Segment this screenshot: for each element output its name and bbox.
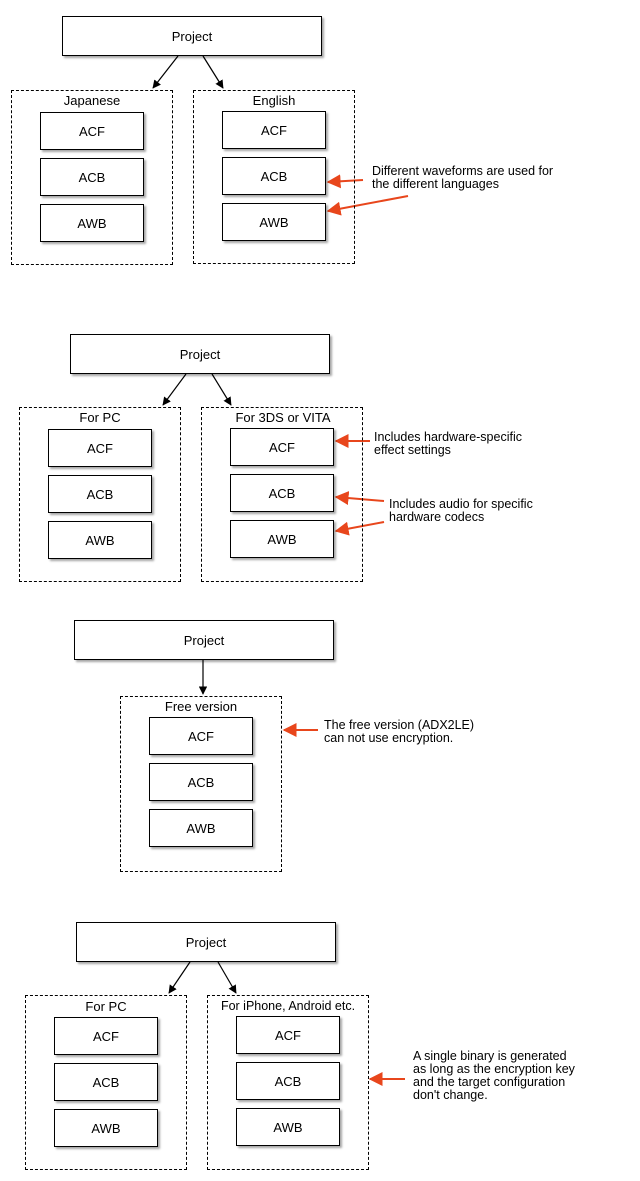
acf-label: ACF [261,122,287,138]
awb-box: AWB [48,521,152,559]
awb-label: AWB [267,531,297,547]
acf-box: ACF [54,1017,158,1055]
project-box: Project [70,334,330,374]
acf-label: ACF [87,440,113,456]
group-label-free-version: Free version [164,699,238,714]
group-free-version [120,696,282,872]
project-box: Project [62,16,322,56]
awb-label: AWB [77,215,107,231]
note-line: Includes audio for specific [389,497,533,511]
awb-label: AWB [186,820,216,836]
group-japanese [11,90,173,265]
note-waveforms: Different waveforms are used for the dif… [372,165,553,191]
awb-box: AWB [54,1109,158,1147]
connector-arrow [162,373,187,406]
awb-label: AWB [273,1119,303,1135]
note-single-binary: A single binary is generated as long as … [413,1050,575,1102]
group-label-japanese: Japanese [63,93,121,108]
awb-label: AWB [91,1120,121,1136]
acf-label: ACF [79,123,105,139]
acb-box: ACB [236,1062,340,1100]
acf-box: ACF [222,111,326,149]
awb-box: AWB [40,204,144,242]
acf-label: ACF [275,1027,301,1043]
acb-label: ACB [78,169,106,185]
acb-box: ACB [149,763,253,801]
project-label: Project [179,346,221,362]
group-for-3ds-vita [201,407,363,582]
acf-label: ACF [269,439,295,455]
group-label-english: English [252,93,296,108]
group-label-for-pc: For PC [79,410,121,425]
connector-arrow [217,961,237,994]
awb-box: AWB [222,203,326,241]
note-line: as long as the encryption key [413,1062,575,1076]
note-line: Different waveforms are used for [372,164,554,178]
acb-label: ACB [268,485,296,501]
acf-box: ACF [40,112,144,150]
note-hardware-effect: Includes hardware-specific effect settin… [374,431,522,457]
group-for-mobile [207,995,369,1170]
connector-arrow [211,373,232,406]
acb-label: ACB [260,168,288,184]
acf-box: ACF [48,429,152,467]
acb-label: ACB [92,1074,120,1090]
group-for-pc [25,995,187,1170]
acf-box: ACF [230,428,334,466]
acb-box: ACB [48,475,152,513]
group-label-for-mobile: For iPhone, Android etc. [220,999,356,1013]
note-line: the different languages [372,177,499,191]
awb-box: AWB [149,809,253,847]
note-line: The free version (ADX2LE) [324,718,475,732]
note-line: Includes hardware-specific [374,430,522,444]
acb-label: ACB [187,774,215,790]
acb-label: ACB [86,486,114,502]
project-label: Project [185,934,227,950]
acb-label: ACB [274,1073,302,1089]
note-line: can not use encryption. [324,731,454,745]
connector-arrow [152,55,179,89]
note-line: hardware codecs [389,510,485,524]
note-free-version: The free version (ADX2LE) can not use en… [324,719,474,745]
acf-box: ACF [149,717,253,755]
connector-arrow [202,55,224,89]
acf-label: ACF [93,1028,119,1044]
project-box: Project [74,620,334,660]
note-line: effect settings [374,443,451,457]
note-line: don't change. [413,1088,488,1102]
acf-label: ACF [188,728,214,744]
acb-box: ACB [40,158,144,196]
group-for-pc [19,407,181,582]
awb-box: AWB [236,1108,340,1146]
note-line: A single binary is generated [413,1049,567,1063]
group-label-for-3ds-vita: For 3DS or VITA [235,410,331,425]
project-box: Project [76,922,336,962]
awb-box: AWB [230,520,334,558]
group-english [193,90,355,264]
awb-label: AWB [259,214,289,230]
acb-box: ACB [54,1063,158,1101]
awb-label: AWB [85,532,115,548]
group-label-for-pc: For PC [85,999,127,1014]
note-line: and the target configuration [413,1075,566,1089]
acb-box: ACB [230,474,334,512]
connector-arrow [168,961,191,994]
acb-box: ACB [222,157,326,195]
acf-box: ACF [236,1016,340,1054]
note-hardware-audio: Includes audio for specific hardware cod… [389,498,533,524]
project-label: Project [171,28,213,44]
project-label: Project [183,632,225,648]
